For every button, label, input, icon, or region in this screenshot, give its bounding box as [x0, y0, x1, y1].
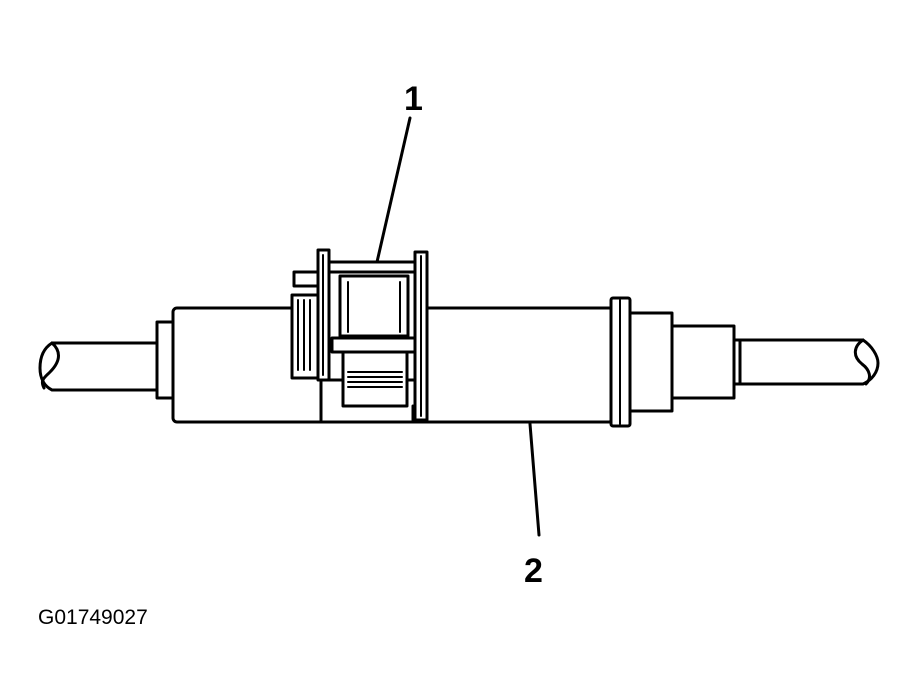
callout-2: 2: [524, 552, 543, 590]
leader-line-1: [375, 116, 412, 264]
left-shaft: [38, 341, 159, 392]
figure-id: G01749027: [38, 606, 148, 629]
right-flange: [609, 296, 632, 428]
right-shaft: [738, 338, 880, 386]
electrical-connector: [290, 248, 429, 422]
leader-line-2: [528, 422, 541, 537]
callout-1: 1: [404, 80, 423, 118]
right-reducer: [628, 311, 742, 413]
left-collar: [155, 320, 176, 400]
